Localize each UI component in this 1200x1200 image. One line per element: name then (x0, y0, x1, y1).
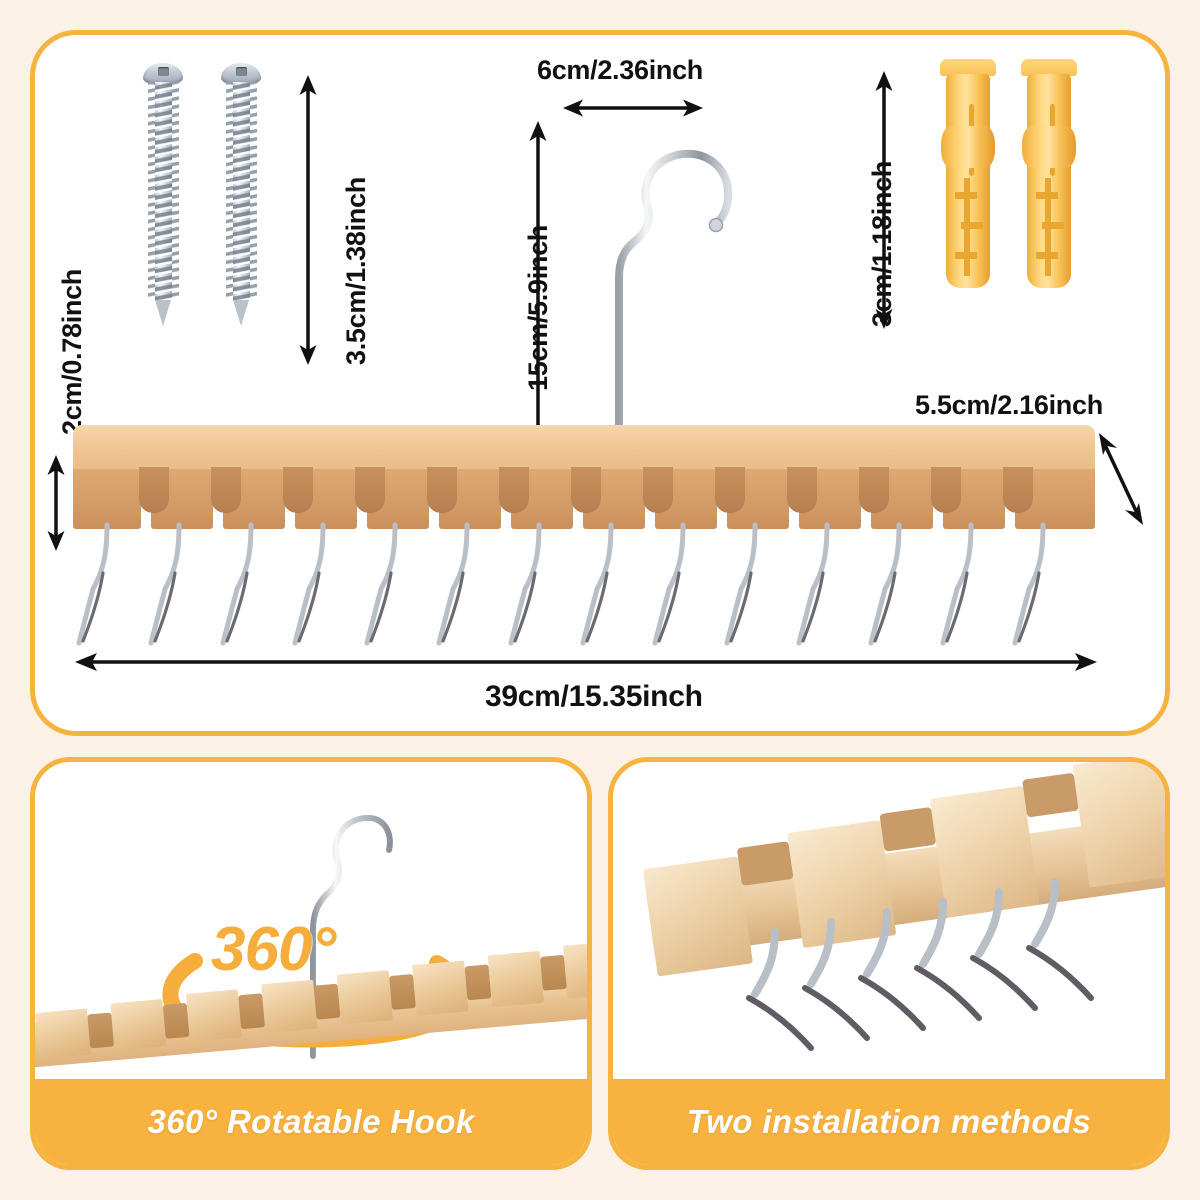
rotatable-hook (555, 113, 765, 453)
screw-shaft (225, 82, 257, 300)
caption-bar: Two installation methods (613, 1079, 1165, 1165)
panel-caption: Two installation methods (686, 1103, 1092, 1140)
screw-length-arrow (297, 75, 319, 365)
hook-width-arrow (563, 97, 703, 119)
rotation-badge: 360° (211, 915, 336, 984)
anchor-length-arrow (873, 71, 895, 329)
rotatable-hook-closeup (257, 780, 397, 1060)
screw-tip (233, 300, 249, 326)
rotatable-hook-panel: 360° 360° Rotatable Hook (30, 757, 592, 1170)
wooden-hanger-rack (73, 425, 1095, 646)
rack-top-bar (73, 425, 1095, 471)
caption-bar: 360° Rotatable Hook (35, 1079, 587, 1165)
anchor-body (941, 74, 995, 288)
rack-width-arrow (75, 651, 1097, 673)
screw-length-label: 3.5cm/1.38inch (341, 177, 371, 365)
wall-anchor-1 (940, 59, 996, 288)
rack-width-label: 39cm/15.35inch (485, 680, 703, 713)
rack-blocks-perspective (35, 940, 587, 1080)
anchor-length-label: 3cm/1.18inch (867, 161, 897, 327)
screw-tip (155, 300, 171, 326)
rack-thickness-label: 2cm/0.78inch (57, 269, 87, 435)
hook-width-label: 6cm/2.36inch (537, 55, 703, 85)
metal-hooks-closeup (746, 878, 1165, 1090)
panel-caption: 360° Rotatable Hook (147, 1103, 475, 1140)
installation-methods-panel: Two installation methods (608, 757, 1170, 1170)
screw-shaft (147, 82, 179, 300)
screw-head-icon (221, 63, 261, 85)
rack-teeth (73, 467, 1095, 529)
anchor-cap (1021, 59, 1077, 76)
product-dimensions-panel: 3.5cm/1.38inch 6cm/2.36inch 15cm/5.9inch (30, 30, 1170, 736)
screw-2 (221, 63, 261, 326)
anchor-body (1022, 74, 1076, 288)
hook-height-label: 15cm/5.9inch (523, 225, 553, 391)
screw-head-icon (143, 63, 183, 85)
rack-thickness-arrow (45, 455, 67, 551)
anchor-cap (940, 59, 996, 76)
rack-depth-label: 5.5cm/2.16inch (915, 390, 1103, 420)
wall-anchor-2 (1021, 59, 1077, 288)
screw-1 (143, 63, 183, 326)
metal-hooks (73, 522, 1095, 655)
rack-depth-arrow (1095, 433, 1147, 525)
